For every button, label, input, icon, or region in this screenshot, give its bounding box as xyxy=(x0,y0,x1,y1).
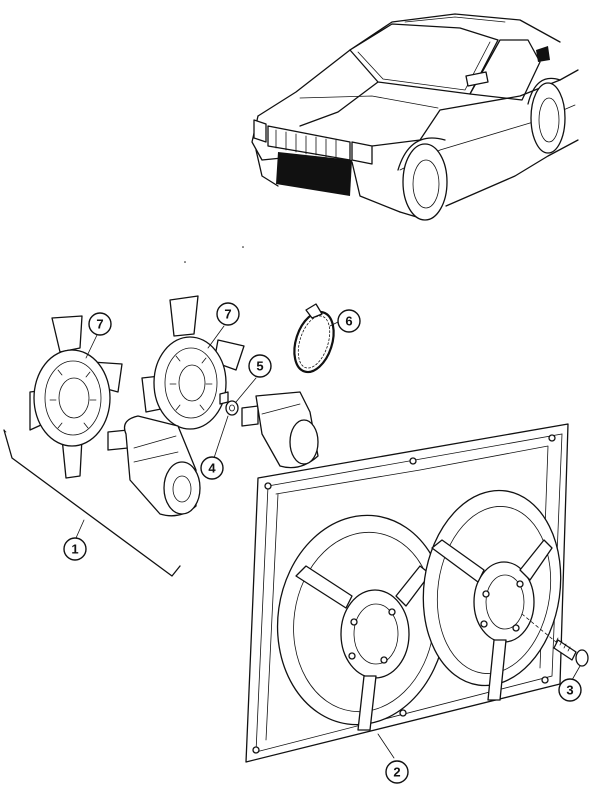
svg-text:7: 7 xyxy=(96,317,103,332)
callout-7-center: 7 xyxy=(216,302,240,326)
front-wheel xyxy=(397,137,448,221)
leader-lines xyxy=(3,321,581,759)
callout-4: 4 xyxy=(200,456,224,480)
fan-motor-left xyxy=(107,415,201,517)
svg-text:3: 3 xyxy=(566,683,573,698)
rear-wheel xyxy=(527,77,566,154)
callout-7-left: 7 xyxy=(88,312,112,336)
svg-text:6: 6 xyxy=(345,314,352,329)
callout-2: 2 xyxy=(385,760,409,784)
svg-text:4: 4 xyxy=(208,461,216,476)
mounting-bolt xyxy=(553,637,589,667)
svg-text:5: 5 xyxy=(256,359,263,374)
license-plate xyxy=(276,152,352,196)
callout-1: 1 xyxy=(63,537,87,561)
hose-clip xyxy=(293,303,335,374)
car-illustration xyxy=(251,13,579,221)
nut-washer xyxy=(219,391,239,416)
svg-text:2: 2 xyxy=(393,765,400,780)
svg-text:1: 1 xyxy=(71,542,78,557)
svg-text:7: 7 xyxy=(224,307,231,322)
fan-motor-right xyxy=(241,391,319,469)
callout-3: 3 xyxy=(558,678,582,702)
fan-shroud-panel xyxy=(245,423,569,763)
callout-5: 5 xyxy=(248,354,272,378)
fan-blade-left xyxy=(29,315,123,479)
callout-6: 6 xyxy=(337,309,361,333)
fan-blade-center xyxy=(141,295,245,430)
